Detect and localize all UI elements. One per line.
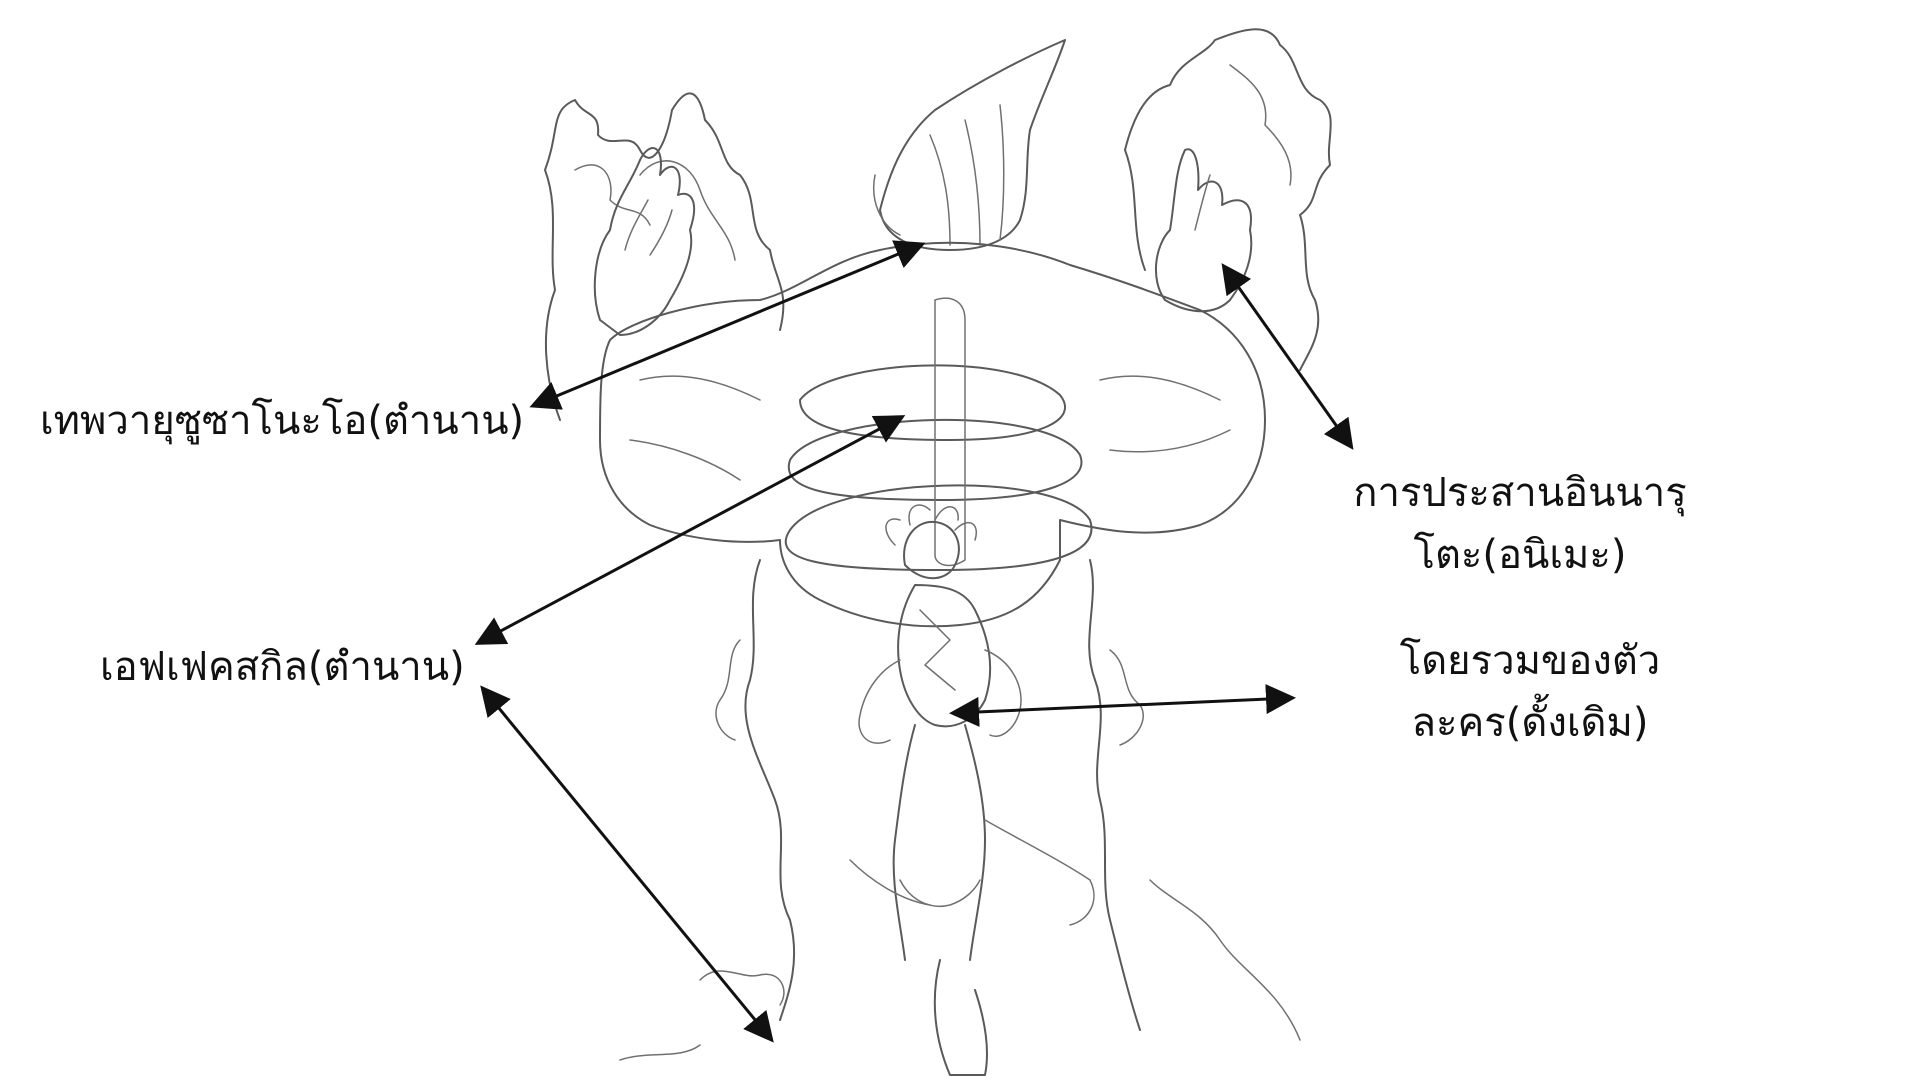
label-overall-line2: ละคร(ดั้งเดิม) [1411, 700, 1649, 746]
label-susanoo-text: เทพวายุซูซาโนะโอ(ตำนาน) [40, 398, 525, 444]
annotation-arrows [474, 240, 1354, 1043]
label-integration-line2: โตะ(อนิเมะ) [1413, 532, 1627, 578]
character-sketch [544, 28, 1332, 1076]
left-flame-aura [544, 92, 785, 421]
right-flame-aura [1124, 28, 1332, 371]
lower-aura [744, 559, 796, 1021]
rib-cage [799, 364, 1066, 441]
label-overall: โดยรวมของตัว ละคร(ดั้งเดิม) [1340, 630, 1720, 754]
arrow-effect-lower [480, 685, 774, 1043]
label-effect: เอฟเฟคสกิล(ตำนาน) [100, 636, 465, 698]
label-susanoo: เทพวายุซูซาโนะโอ(ตำนาน) [40, 390, 524, 452]
label-integration: การประสานอินนารุ โตะ(อนิเมะ) [1330, 462, 1710, 586]
susanoo-head [879, 39, 1066, 251]
label-integration-line1: การประสานอินนารุ [1353, 470, 1687, 516]
arrow-susanoo [529, 240, 926, 410]
label-effect-text: เอฟเฟคสกิล(ตำนาน) [100, 644, 465, 690]
left-hand [593, 147, 696, 336]
arrow-overall [949, 684, 1296, 727]
naruto-figure [849, 504, 1095, 1076]
label-overall-line1: โดยรวมของตัว [1399, 638, 1661, 684]
arrow-integration [1221, 263, 1354, 450]
arrow-effect-upper [474, 415, 906, 645]
